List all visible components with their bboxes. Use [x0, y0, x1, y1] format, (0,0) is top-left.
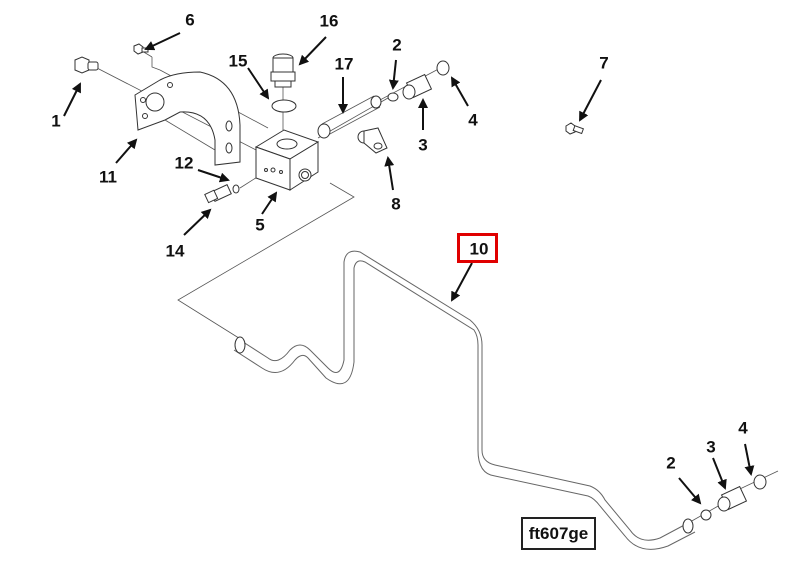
- callout-label-8[interactable]: 8: [391, 194, 401, 214]
- callout-label-2-top[interactable]: 2: [392, 35, 402, 55]
- callout-label-7[interactable]: 7: [599, 53, 609, 73]
- callout-label-3-bottom[interactable]: 3: [706, 437, 716, 457]
- callout-label-3-top[interactable]: 3: [418, 135, 428, 155]
- callout-label-2-bottom[interactable]: 2: [666, 453, 676, 473]
- drawing-code: ft607ge: [528, 523, 589, 543]
- callout-label-6[interactable]: 6: [185, 10, 195, 30]
- part-mounting-bracket: [134, 71, 241, 166]
- callout-label-17[interactable]: 17: [334, 54, 354, 74]
- callout-label-16[interactable]: 16: [319, 11, 339, 31]
- callout-label-14[interactable]: 14: [165, 241, 185, 261]
- part-union-fitting-top: [402, 73, 433, 100]
- callout-label-5[interactable]: 5: [255, 215, 265, 235]
- callout-label-12[interactable]: 12: [174, 153, 194, 173]
- part-tube-nipple: [317, 95, 382, 139]
- callout-label-4-bottom[interactable]: 4: [738, 418, 748, 438]
- callout-label-1[interactable]: 1: [51, 111, 61, 131]
- part-o-ring-2-top: [387, 92, 399, 102]
- part-valve-fitting: [204, 184, 232, 204]
- callout-label-15[interactable]: 15: [228, 51, 248, 71]
- callout-arrows: [63, 32, 755, 505]
- part-union-fitting-bottom: [717, 485, 748, 512]
- part-seal-disc-4-top: [436, 60, 450, 76]
- assembly-leader-lines: [94, 50, 779, 523]
- part-fitting: [270, 53, 296, 88]
- callout-label-11[interactable]: 11: [99, 167, 117, 187]
- part-o-ring-2-bottom: [700, 509, 712, 521]
- part-o-ring-15: [271, 99, 297, 113]
- callout-label-4-top[interactable]: 4: [468, 110, 478, 130]
- drawing-code-box: ft607ge: [521, 517, 596, 550]
- highlight-box-10: [457, 233, 498, 263]
- part-seal-disc-4-bottom: [753, 474, 767, 490]
- callout-label-10[interactable]: 10: [469, 239, 489, 259]
- part-bolt: [74, 56, 99, 74]
- part-hose-tube: [233, 250, 696, 550]
- part-manifold-block: [254, 129, 320, 191]
- part-screw: [565, 122, 585, 135]
- part-o-ring-12: [232, 184, 240, 194]
- part-small-screw: [133, 43, 149, 55]
- part-p-clamp: [357, 127, 388, 154]
